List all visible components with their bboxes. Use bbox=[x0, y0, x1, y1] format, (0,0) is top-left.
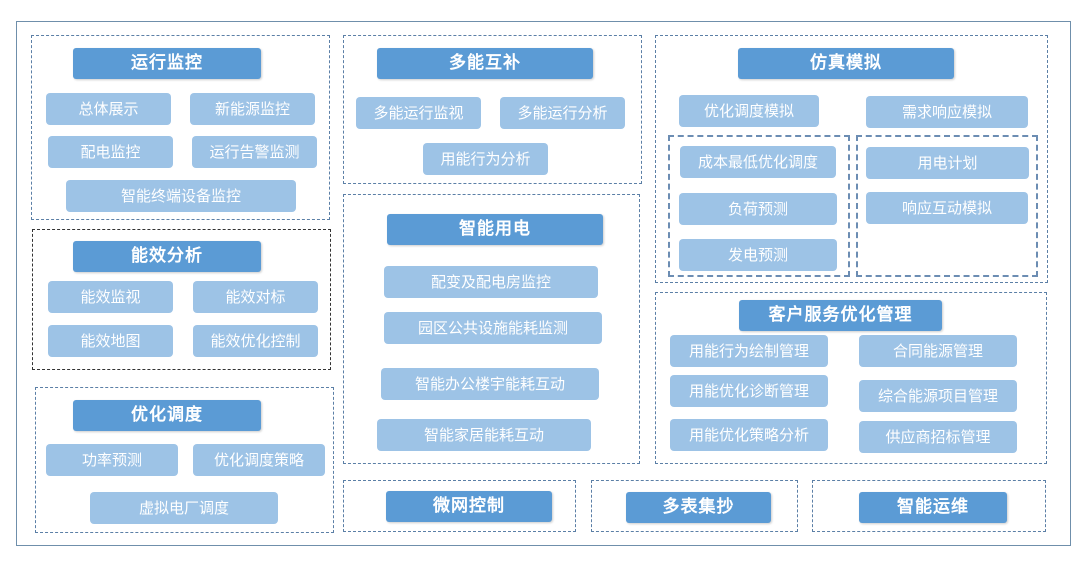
panel-optimal-dispatch bbox=[35, 387, 334, 533]
panel-meter-reading bbox=[591, 480, 798, 532]
item-efficiency-watch: 能效监视 bbox=[48, 281, 173, 313]
header-multi-energy: 多能互补 bbox=[377, 48, 593, 79]
header-meter-reading: 多表集抄 bbox=[626, 492, 771, 523]
panel-customer-service bbox=[655, 292, 1047, 464]
item-home-interaction: 智能家居能耗互动 bbox=[377, 419, 591, 451]
item-multi-energy-analysis: 多能运行分析 bbox=[500, 97, 625, 129]
item-efficiency-benchmark: 能效对标 bbox=[193, 281, 318, 313]
item-power-plan: 用电计划 bbox=[866, 147, 1029, 179]
item-lowest-cost-dispatch: 成本最低优化调度 bbox=[680, 146, 836, 178]
panel-operation-monitoring bbox=[31, 35, 330, 220]
header-energy-efficiency: 能效分析 bbox=[73, 241, 261, 272]
item-public-facility-consumption: 园区公共设施能耗监测 bbox=[384, 312, 602, 344]
item-generation-forecast: 发电预测 bbox=[679, 239, 837, 271]
item-dispatch-simulation: 优化调度模拟 bbox=[679, 95, 819, 127]
item-transformer-room-monitoring: 配变及配电房监控 bbox=[384, 266, 598, 298]
panel-energy-efficiency bbox=[32, 229, 331, 370]
header-microgrid: 微网控制 bbox=[386, 491, 552, 522]
diagram-frame bbox=[16, 21, 1071, 546]
item-contract-energy: 合同能源管理 bbox=[859, 335, 1017, 367]
subpanel-simulation-left bbox=[668, 135, 850, 277]
item-new-energy-monitoring: 新能源监控 bbox=[190, 93, 315, 125]
item-load-forecast: 负荷预测 bbox=[679, 193, 837, 225]
item-distribution-monitoring: 配电监控 bbox=[48, 136, 173, 168]
header-smart-power-use: 智能用电 bbox=[387, 214, 603, 245]
panel-multi-energy bbox=[343, 35, 642, 184]
item-dispatch-strategy: 优化调度策略 bbox=[193, 444, 325, 476]
item-virtual-plant-dispatch: 虚拟电厂调度 bbox=[90, 492, 278, 524]
item-office-building-interaction: 智能办公楼宇能耗互动 bbox=[381, 368, 599, 400]
item-response-interaction-simulation: 响应互动模拟 bbox=[866, 192, 1028, 224]
subpanel-simulation-right bbox=[856, 135, 1038, 277]
item-integrated-energy-project: 综合能源项目管理 bbox=[859, 380, 1017, 412]
item-alarm-monitoring: 运行告警监测 bbox=[192, 136, 317, 168]
panel-smart-power-use bbox=[343, 194, 640, 464]
item-demand-response-simulation: 需求响应模拟 bbox=[866, 96, 1028, 128]
item-supplier-bidding: 供应商招标管理 bbox=[859, 421, 1017, 453]
item-usage-behavior-drawing: 用能行为绘制管理 bbox=[670, 335, 828, 367]
item-terminal-monitoring: 智能终端设备监控 bbox=[66, 180, 296, 212]
panel-smart-om bbox=[812, 480, 1046, 532]
item-multi-energy-watch: 多能运行监视 bbox=[356, 97, 481, 129]
item-efficiency-optimization: 能效优化控制 bbox=[193, 325, 318, 357]
header-simulation: 仿真模拟 bbox=[738, 48, 954, 79]
panel-simulation bbox=[655, 35, 1048, 283]
header-smart-om: 智能运维 bbox=[859, 492, 1007, 523]
panel-microgrid bbox=[343, 480, 576, 532]
item-optimization-diagnosis: 用能优化诊断管理 bbox=[670, 375, 828, 407]
item-efficiency-map: 能效地图 bbox=[48, 325, 173, 357]
item-optimization-strategy-analysis: 用能优化策略分析 bbox=[670, 419, 828, 451]
item-power-forecast: 功率预测 bbox=[46, 444, 178, 476]
item-overall-display: 总体展示 bbox=[46, 93, 171, 125]
item-usage-behavior-analysis: 用能行为分析 bbox=[423, 143, 548, 175]
header-optimal-dispatch: 优化调度 bbox=[73, 400, 261, 431]
header-customer-service: 客户服务优化管理 bbox=[739, 300, 942, 331]
header-operation-monitoring: 运行监控 bbox=[73, 48, 261, 79]
